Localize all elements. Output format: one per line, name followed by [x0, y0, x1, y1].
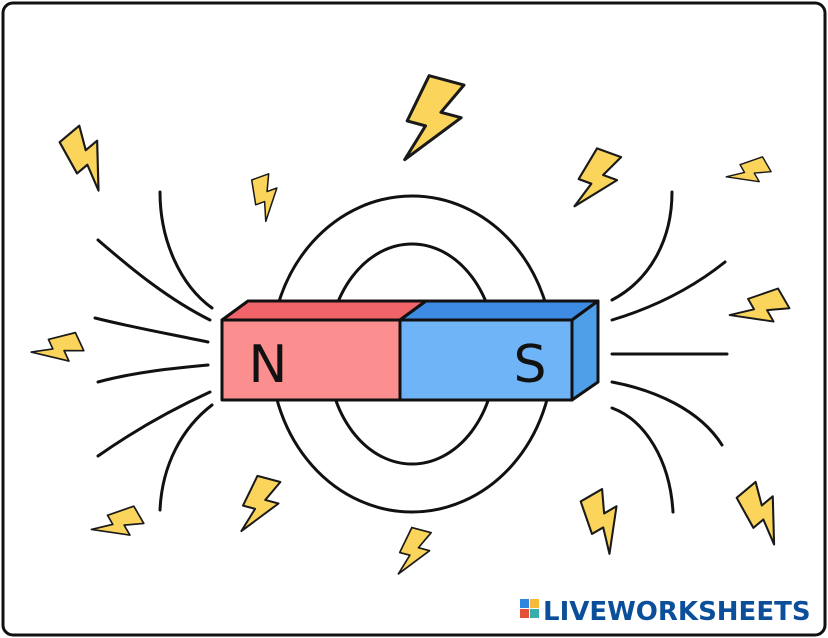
magnet-south-top: [398, 299, 600, 322]
field-line-left-4: [96, 363, 210, 384]
magnet-south-front: [398, 318, 574, 402]
field-line-right-4: [610, 380, 724, 447]
watermark-text: LIVEWORKSHEETS: [543, 597, 811, 627]
watermark: LIVEWORKSHEETS: [520, 597, 811, 627]
field-line-left-3: [93, 316, 210, 344]
field-line-left-6: [158, 403, 214, 512]
field-line-left-5: [96, 390, 212, 458]
north-pole-label: N: [249, 335, 288, 395]
field-line-right-2: [610, 260, 727, 322]
field-line-left-1: [158, 190, 214, 310]
liveworksheets-logo-icon: [520, 599, 539, 618]
field-line-right-1: [610, 190, 674, 302]
field-line-right-5: [610, 406, 675, 514]
magnet-north-top: [220, 299, 428, 322]
south-pole-label: S: [513, 335, 546, 395]
magnet-south-side: [570, 299, 600, 402]
field-line-left-2: [96, 238, 212, 322]
magnet-north-front: [220, 318, 402, 402]
bar-magnet: [220, 299, 600, 402]
